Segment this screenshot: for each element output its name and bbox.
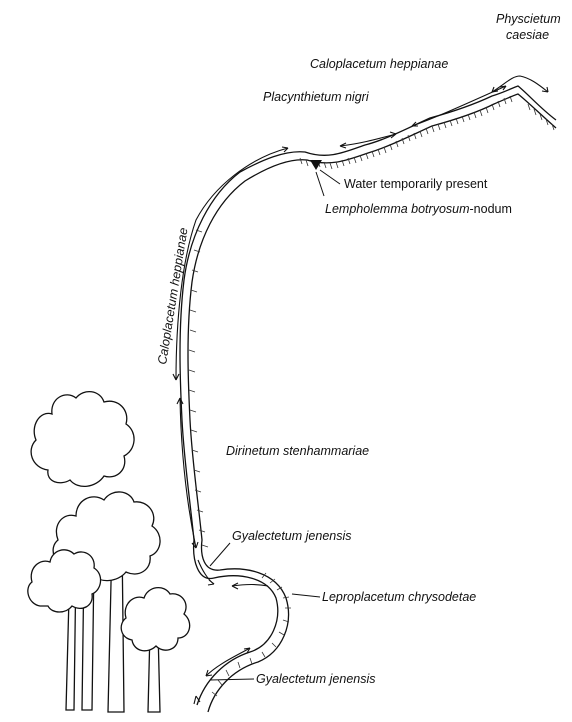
tree-canopy-left	[28, 550, 101, 612]
water-mark	[310, 160, 322, 170]
tree-canopy-top	[31, 392, 134, 487]
label-leproplacetum: Leproplacetum chrysodetae	[322, 590, 476, 604]
label-lempholemma: Lempholemma botryosum-nodum	[325, 202, 512, 216]
label-lempholemma-name: Lempholemma botryosum	[325, 202, 470, 216]
arrow-caloplacetum-side	[176, 148, 288, 380]
tree-canopy-right	[121, 588, 189, 651]
arrow-physcietum	[492, 76, 548, 92]
arrow-gyalectetum-lower	[206, 648, 250, 676]
label-gyalectetum-lower: Gyalectetum jenensis	[256, 672, 376, 686]
label-water: Water temporarily present	[344, 177, 488, 191]
lempholemma-leader-line	[316, 172, 324, 196]
gyalectetum-leader-line	[210, 543, 230, 566]
trees	[28, 392, 190, 712]
label-dirinetum: Dirinetum stenhammariae	[226, 444, 369, 458]
label-caloplacetum-top: Caloplacetum heppianae	[310, 57, 448, 71]
label-caloplacetum-side: Caloplacetum heppianae	[155, 227, 190, 366]
label-placynthietum: Placynthietum nigri	[263, 90, 370, 104]
label-physcietum-1: Physcietum	[496, 12, 561, 26]
label-leaders	[210, 594, 320, 680]
label-lempholemma-suffix: -nodum	[470, 202, 512, 216]
labels: Physcietum caesiae Caloplacetum heppiana…	[155, 12, 560, 686]
arrow-leproplacetum	[232, 585, 268, 587]
label-gyalectetum-upper: Gyalectetum jenensis	[232, 529, 352, 543]
label-physcietum-2: caesiae	[506, 28, 549, 42]
zone-arrows	[173, 76, 548, 704]
water-leader-line	[320, 170, 340, 184]
